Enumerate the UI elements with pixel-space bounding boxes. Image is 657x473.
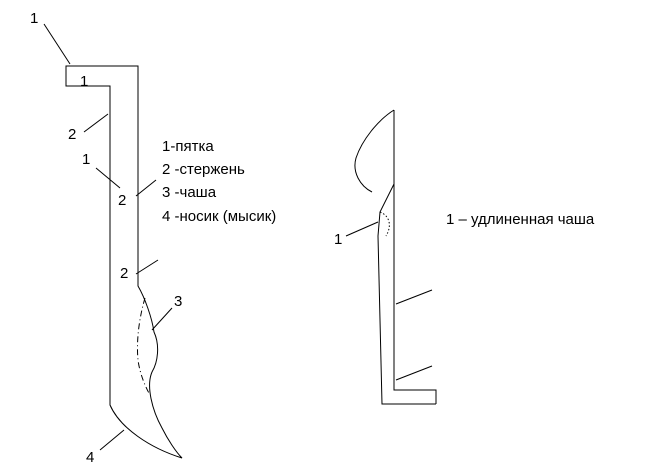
right-outer-edge [393, 110, 437, 404]
right-figure: 1 1 – удлиненная чаша [334, 109, 595, 405]
left-legend-heel: 1-пятка [162, 138, 214, 155]
left-figure: 1 1 2 1 2 2 3 4 1-пятка 2 -стержень 3 -ч… [30, 10, 276, 466]
left-legend-shaft: 2 -стержень [162, 161, 245, 178]
callout-bowl: 3 [174, 293, 182, 310]
callout-heel-top: 1 [30, 10, 38, 27]
leader-shaft-lower [135, 259, 159, 275]
leader-heel-top [43, 23, 71, 65]
left-legend-toe: 4 -носик (мысик) [162, 208, 276, 225]
right-bowl-bulge [379, 211, 390, 237]
callout-heel-inner: 1 [80, 73, 88, 90]
callout-shaft-lower: 2 [120, 265, 128, 282]
leader-toe [99, 429, 125, 451]
callout-toe: 4 [86, 449, 94, 466]
right-callout-bowl: 1 [334, 231, 342, 248]
callout-shaft-upper: 2 [68, 126, 76, 143]
right-top-curve [354, 109, 395, 193]
right-inner-edge [377, 183, 436, 405]
right-leader-lower [395, 365, 433, 381]
leader-shaft-left [95, 167, 121, 189]
leader-shaft-middle [135, 179, 157, 197]
left-bowl-curve [137, 297, 151, 396]
leader-shaft-upper [83, 113, 109, 133]
left-legend-bowl: 3 -чаша [162, 184, 217, 201]
right-legend: 1 – удлиненная чаша [446, 211, 595, 228]
right-leader-middle [395, 289, 433, 305]
leader-bowl [151, 307, 173, 331]
callout-shaft-middle: 2 [118, 192, 126, 209]
callout-shaft-left-marker: 1 [82, 151, 90, 168]
left-blade-outline [65, 65, 183, 459]
right-leader-bowl [345, 221, 379, 237]
